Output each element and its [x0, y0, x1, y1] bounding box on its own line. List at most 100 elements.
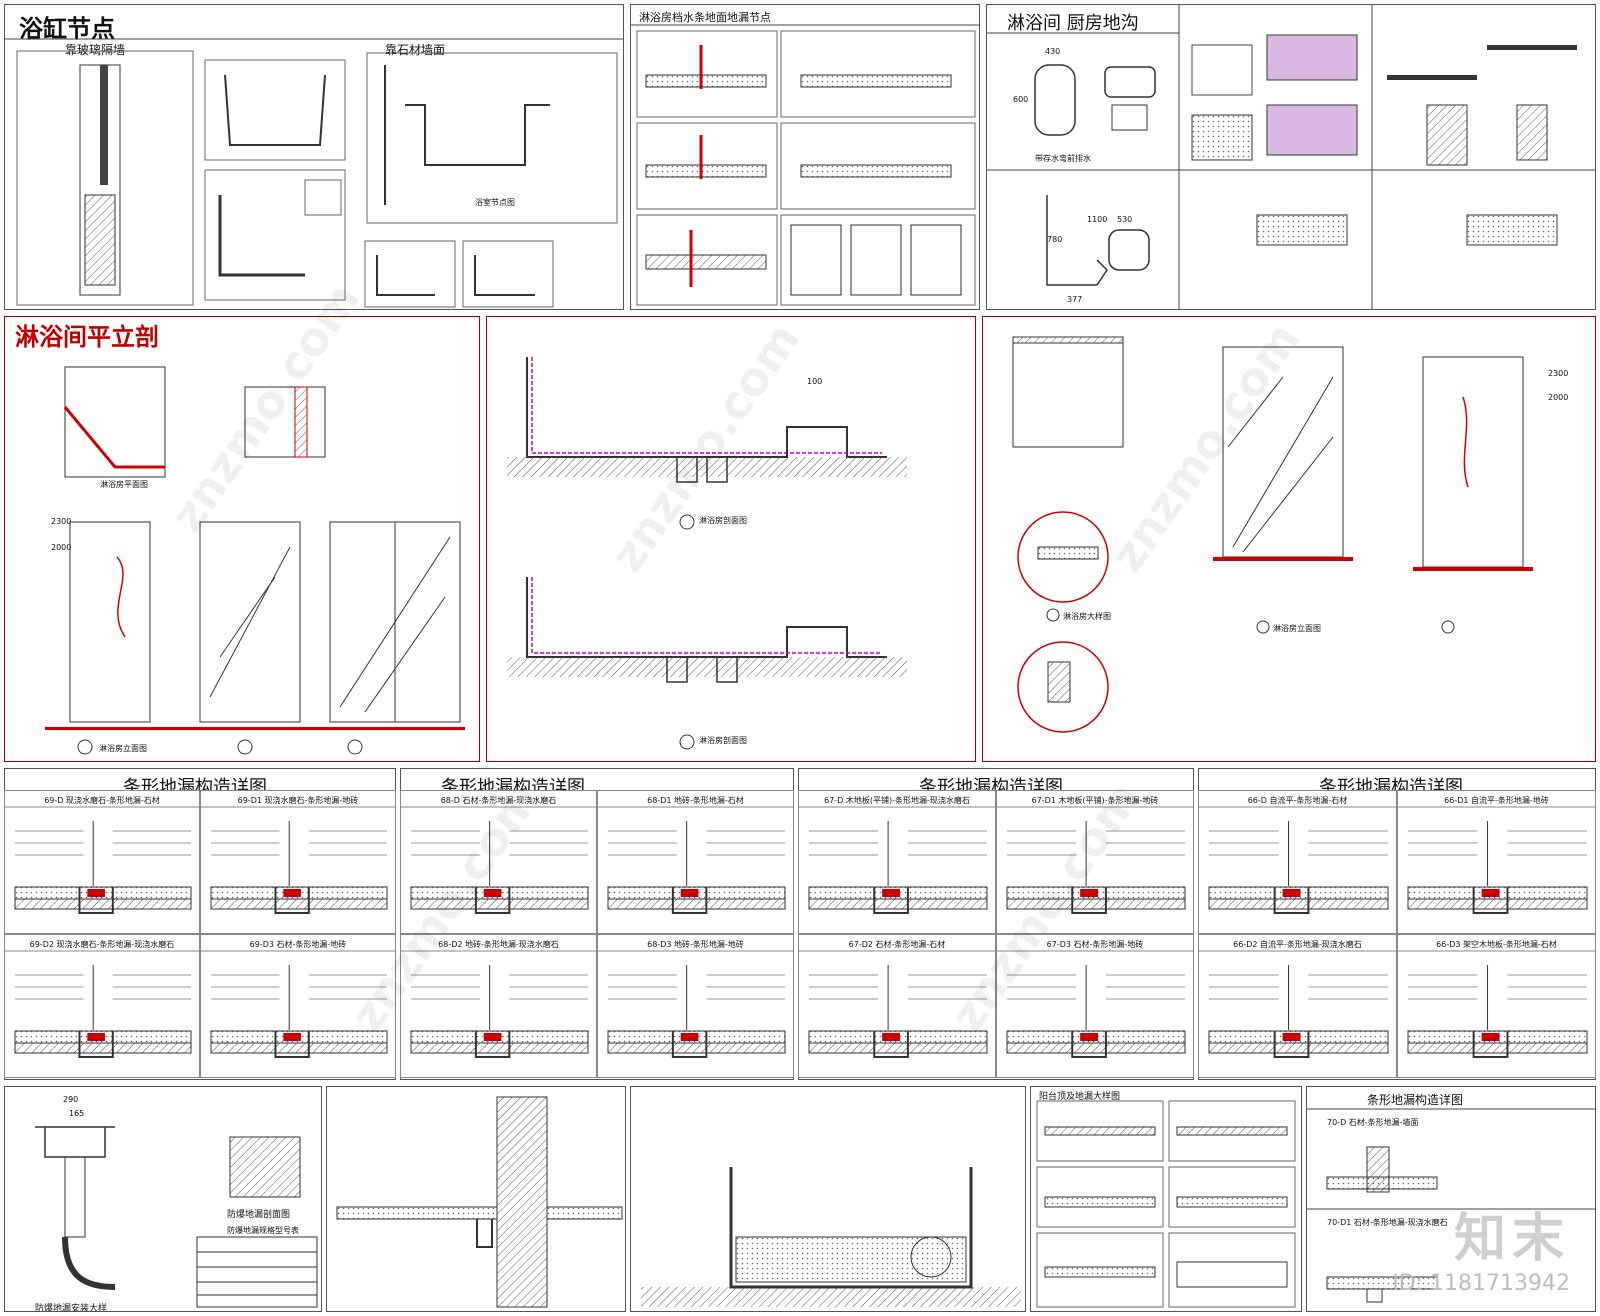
shower-section-panel: 淋浴房剖面图 淋浴房剖面图 100: [486, 316, 976, 762]
strip-drain-detail: 66-D3 架空木地板-条形地漏-石材: [1397, 934, 1596, 1078]
dim-290: 290: [63, 1095, 79, 1104]
balcony-panel: 阳台顶及地漏大样图: [1030, 1086, 1302, 1312]
shower-detail-panel: 淋浴房大样图 淋浴房立面图 2300 2000: [982, 316, 1596, 762]
strip-drain-detail-drawing: [997, 950, 1193, 1058]
strip-drain-2-item-1: 70-D 石材-条形地漏-墙面: [1327, 1118, 1419, 1127]
strip-drain-detail-title: 66-D 自流平-条形地漏-石材: [1247, 796, 1348, 805]
dim-100: 100: [807, 377, 823, 386]
shower-drain-drawings: [631, 24, 979, 306]
balcony-drawings: [1036, 1100, 1296, 1308]
detail-dim-2300: 2300: [1548, 369, 1569, 378]
strip-drain-detail-title: 68-D3 地砖-条形地漏-地砖: [647, 940, 744, 949]
strip-drain-detail-title: 66-D3 架空木地板-条形地漏-石材: [1436, 940, 1557, 949]
plan-label: 淋浴房平面图: [100, 480, 148, 489]
shower-drain-node-title: 淋浴房档水条地面地漏节点: [639, 11, 771, 24]
dim-530: 530: [1117, 215, 1133, 224]
strip-drain-detail-drawing: [1398, 950, 1595, 1058]
bathtub-node-title: 浴缸节点: [19, 15, 115, 43]
detail-dim-2000: 2000: [1548, 393, 1569, 402]
strip-drain-detail-drawing: [598, 950, 793, 1058]
shower-section-drawings: [507, 357, 907, 750]
strip-drain-detail: 66-D 自流平-条形地漏-石材: [1198, 790, 1397, 934]
shower-plan-title: 淋浴间平立剖: [15, 323, 159, 351]
strip-drain-detail-drawing: [799, 950, 995, 1058]
section-label: 防爆地漏剖面图: [227, 1210, 291, 1220]
shower-kitchen-drawings: [987, 5, 1595, 309]
strip-drain-detail-title: 67-D 木地板(平铺)-条形地漏-现浇水磨石: [824, 796, 970, 805]
elev-label: 淋浴房立面图: [99, 744, 147, 753]
section-c-label: 淋浴房剖面图: [699, 736, 747, 745]
strip-drain-detail: 69-D 现浇水磨石-条形地漏-石材: [4, 790, 200, 934]
strip-drain-detail-title: 67-D2 石材-条形地漏-石材: [848, 940, 946, 949]
wall-drain-drawings: [336, 1096, 623, 1308]
strip-drain-detail-title: 69-D3 石材-条形地漏-地砖: [249, 940, 347, 949]
strip-drain-detail: 67-D3 石材-条形地漏-地砖: [996, 934, 1194, 1078]
strip-drain-detail: 68-D 石材-条形地漏-现浇水磨石: [400, 790, 597, 934]
dim-430: 430: [1045, 47, 1061, 56]
strip-drain-detail-title: 66-D1 自流平-条形地漏-地砖: [1444, 796, 1549, 805]
strip-drain-detail-drawing: [5, 950, 199, 1058]
shower-detail-drawings: [1012, 336, 1533, 733]
dim-1100: 1100: [1087, 215, 1108, 224]
strip-drain-detail-drawing: [5, 806, 199, 914]
strip-drain-detail-drawing: [799, 806, 995, 914]
strip-drain-detail-drawing: [1199, 806, 1396, 914]
dim-165: 165: [69, 1109, 85, 1118]
shower-kitchen-panel: 淋浴间 厨房地沟 带存水弯前排水 430 530 377 600 1100 78…: [986, 4, 1596, 310]
strip-drain-2-item-2: 70-D1 石材-条形地漏-现浇水磨石: [1327, 1218, 1448, 1227]
trap-label: 带存水弯前排水: [1035, 154, 1091, 163]
dim-377: 377: [1067, 295, 1083, 304]
shower-kitchen-title: 淋浴间 厨房地沟: [1007, 13, 1139, 34]
strip-drain-detail: 69-D1 现浇水磨石-条形地漏-地砖: [200, 790, 396, 934]
strip-drain-detail: 66-D2 自流平-条形地漏-现浇水磨石: [1198, 934, 1397, 1078]
wall-drain-panel: [326, 1086, 626, 1312]
dim-780: 780: [1047, 235, 1063, 244]
strip-drain-detail-title: 68-D1 地砖-条形地漏-石材: [647, 796, 744, 805]
install-label: 防爆地漏安装大样: [35, 1304, 108, 1312]
strip-drain-detail-title: 67-D3 石材-条形地漏-地砖: [1046, 940, 1144, 949]
balcony-title: 阳台顶及地漏大样图: [1039, 1092, 1121, 1102]
bathtub-node-panel: 浴缸节点 靠玻璃隔墙 靠石材墙面 浴室节点图: [4, 4, 624, 310]
strip-drain-2-panel: 条形地漏构造详图 70-D 石材-条形地漏-墙面 70-D1 石材-条形地漏-现…: [1306, 1086, 1596, 1312]
strip-drain-detail-title: 66-D2 自流平-条形地漏-现浇水磨石: [1233, 940, 1362, 949]
strip-drain-detail-title: 69-D2 现浇水磨石-条形地漏-现浇水磨石: [29, 940, 175, 949]
explosion-drain-drawings: [35, 1126, 318, 1308]
brand-id: ID: 1181713942: [1392, 1271, 1570, 1296]
strip-drain-detail-drawing: [997, 806, 1193, 914]
strip-drain-detail-drawing: [598, 806, 793, 914]
table-label: 防爆地漏规格型号表: [227, 1226, 299, 1235]
strip-drain-detail-drawing: [201, 950, 395, 1058]
brand-logo: 知末: [1453, 1209, 1570, 1269]
strip-drain-detail-drawing: [1398, 806, 1595, 914]
explosion-drain-panel: 290 165 防爆地漏安装大样 防爆地漏剖面图 防爆地漏规格型号表: [4, 1086, 322, 1312]
strip-drain-detail-title: 69-D1 现浇水磨石-条形地漏-地砖: [237, 796, 359, 805]
strip-drain-detail: 68-D3 地砖-条形地漏-地砖: [597, 934, 794, 1078]
strip-drain-detail-drawing: [401, 806, 596, 914]
bathtub-drawings: 浴室节点图: [5, 38, 623, 308]
strip-drain-2-title: 条形地漏构造详图: [1367, 1093, 1464, 1107]
strip-drain-detail-drawing: [1199, 950, 1396, 1058]
dim-2300: 2300: [51, 517, 72, 526]
trench-drawings: [641, 1167, 1021, 1307]
detail-elev-label: 淋浴房立面图: [1273, 624, 1321, 633]
strip-drain-2-drawings: [1307, 1108, 1595, 1303]
trench-panel: [630, 1086, 1026, 1312]
strip-drain-detail-title: 69-D 现浇水磨石-条形地漏-石材: [44, 796, 160, 805]
glass-wall-subtitle: 靠玻璃隔墙: [65, 43, 126, 57]
dim-600: 600: [1013, 95, 1029, 104]
strip-drain-detail: 67-D 木地板(平铺)-条形地漏-现浇水磨石: [798, 790, 996, 934]
strip-drain-detail: 67-D2 石材-条形地漏-石材: [798, 934, 996, 1078]
strip-drain-detail-title: 67-D1 木地板(平铺)-条形地漏-地砖: [1031, 796, 1159, 805]
brand-watermark: 知末 ID: 1181713942: [1392, 1196, 1570, 1296]
strip-drain-detail: 67-D1 木地板(平铺)-条形地漏-地砖: [996, 790, 1194, 934]
strip-drain-detail-drawing: [401, 950, 596, 1058]
shower-drain-node-panel: 淋浴房档水条地面地漏节点: [630, 4, 980, 310]
strip-drain-detail: 68-D1 地砖-条形地漏-石材: [597, 790, 794, 934]
bathtub-node-label-svg: 浴室节点图: [475, 197, 515, 207]
strip-drain-detail: 69-D2 现浇水磨石-条形地漏-现浇水磨石: [4, 934, 200, 1078]
shower-plan-panel: 淋浴间平立剖 淋浴房平面图 淋浴房立面图 2300 2000: [4, 316, 480, 762]
strip-drain-detail-title: 68-D2 地砖-条形地漏-现浇水磨石: [438, 940, 559, 949]
strip-drain-detail: 68-D2 地砖-条形地漏-现浇水磨石: [400, 934, 597, 1078]
shower-plan-drawings: [45, 366, 465, 755]
detail-a-label: 淋浴房大样图: [1063, 612, 1111, 621]
